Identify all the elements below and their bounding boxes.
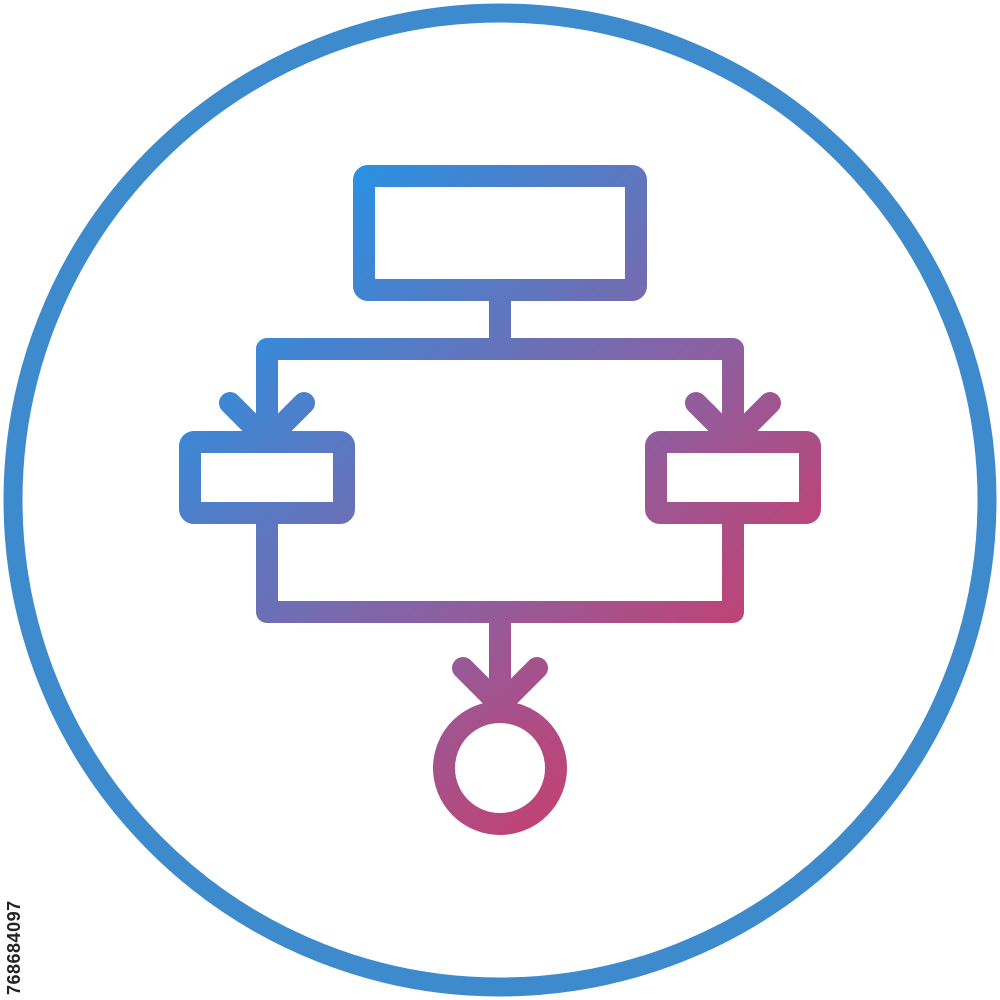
outer-ring — [3, 3, 997, 997]
terminal-node — [433, 701, 567, 835]
top-process-box — [353, 165, 647, 301]
merge-connector — [256, 502, 744, 623]
stock-id-label: 768684097 — [4, 900, 24, 995]
split-connector — [256, 338, 744, 453]
